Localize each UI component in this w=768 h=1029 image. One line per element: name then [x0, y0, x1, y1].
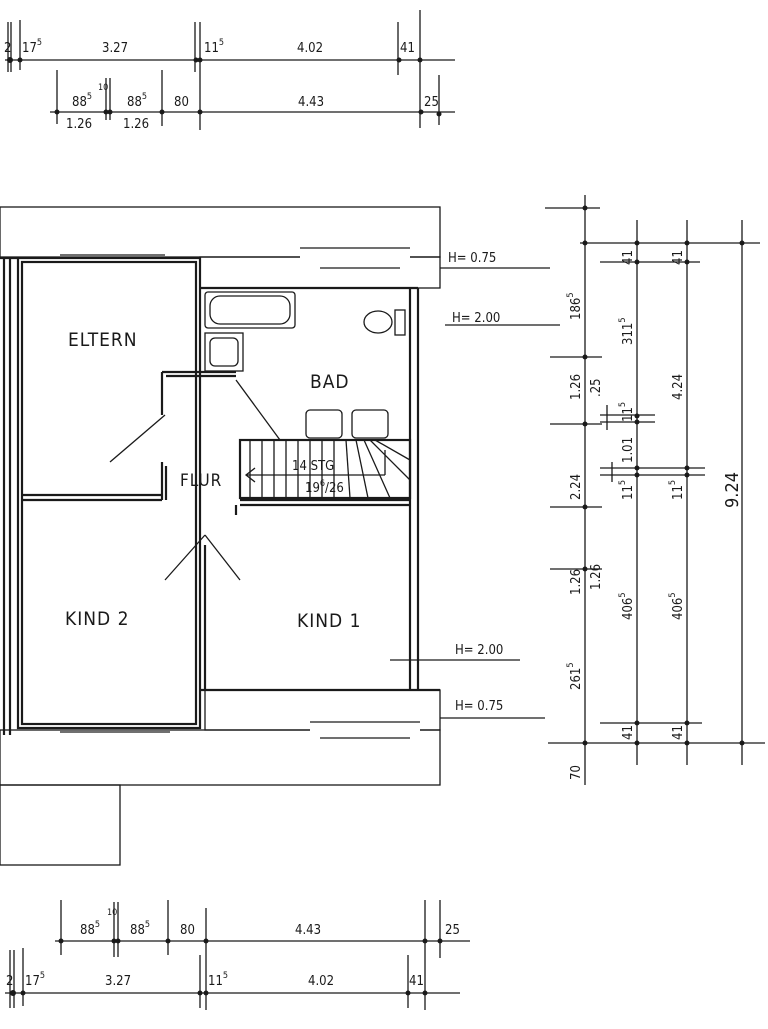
shower-icon — [204, 332, 244, 372]
dim-label: 70 — [569, 765, 584, 780]
room-label-flur: FLUR — [180, 471, 222, 491]
svg-text:2615: 2615 — [566, 663, 584, 690]
dim-label: 4.02 — [308, 974, 334, 989]
svg-text:115: 115 — [208, 971, 228, 989]
dim-label: 41 — [671, 250, 686, 265]
dim-label: 311 — [621, 323, 636, 345]
staircase: 14 STG 196/26 — [238, 438, 412, 500]
svg-text:175: 175 — [25, 971, 45, 989]
sink-icon — [351, 409, 389, 439]
dim-label: 11 — [208, 974, 223, 989]
right-dimension-chain: 1865 1.26 2.24 1.26 2615 70 .25 1.26 41 … — [545, 195, 765, 785]
dim-label: 41 — [621, 725, 636, 740]
dim-label: 1.26 — [66, 117, 92, 132]
dim-label: 1.26 — [123, 117, 149, 132]
dim-label: 2 — [6, 974, 13, 989]
top-dimension-chain: 2 175 3.27 115 4.02 41 885 10 885 80 4.4… — [4, 10, 455, 132]
bottom-dimension-chain: 885 10 885 80 4.43 25 2 175 3.27 115 4.0… — [5, 900, 470, 1010]
dim-label: 17 — [22, 41, 37, 56]
sink-icon — [305, 409, 343, 439]
svg-text:115: 115 — [618, 402, 636, 422]
svg-text:175: 175 — [22, 38, 42, 56]
dim-label: 88 — [80, 923, 95, 938]
room-label-bad: BAD — [310, 371, 350, 393]
dim-label: 25 — [424, 95, 439, 110]
height-label: H= 0.75 — [455, 699, 503, 714]
svg-text:885: 885 — [130, 920, 150, 938]
dim-label: 88 — [72, 95, 87, 110]
total-height-label: 9.24 — [722, 472, 743, 508]
svg-text:4065: 4065 — [618, 593, 636, 620]
room-label-kind-1: KIND 1 — [297, 610, 362, 632]
height-label: H= 0.75 — [448, 251, 496, 266]
dim-label: .25 — [589, 378, 604, 397]
svg-text:4065: 4065 — [668, 593, 686, 620]
dim-label: 4.43 — [298, 95, 324, 110]
dim-label: 25 — [445, 923, 460, 938]
dim-label: 11 — [204, 41, 219, 56]
walls — [0, 254, 440, 735]
bathtub-icon — [204, 291, 296, 329]
toilet-icon — [363, 310, 393, 334]
dim-label: 10 — [107, 908, 117, 918]
roof-slope-hatching — [0, 206, 441, 866]
bathroom-fixtures — [204, 291, 406, 439]
svg-text:115: 115 — [618, 480, 636, 500]
svg-text:885: 885 — [72, 92, 92, 110]
dim-label: 2 — [4, 41, 11, 56]
dim-label: 88 — [130, 923, 145, 938]
dim-label: 1.26 — [569, 374, 584, 400]
dim-label: 4.43 — [295, 923, 321, 938]
dim-label: 406 — [671, 598, 686, 620]
svg-text:3115: 3115 — [618, 318, 636, 345]
dim-label: 4.02 — [297, 41, 323, 56]
dim-label: 41 — [621, 250, 636, 265]
svg-text:885: 885 — [127, 92, 147, 110]
dim-label: 3.27 — [105, 974, 131, 989]
dim-label: 186 — [569, 298, 584, 320]
height-marks: H= 0.75 H= 2.00 H= 2.00 H= 0.75 — [390, 251, 560, 719]
stair-steps-label: 14 STG — [292, 459, 334, 474]
dim-label: 41 — [400, 41, 415, 56]
dim-label: 2.24 — [569, 474, 584, 500]
dim-label: 261 — [569, 668, 584, 690]
dim-label: 1.26 — [569, 569, 584, 595]
room-label-kind-2: KIND 2 — [65, 608, 130, 630]
dim-label: 3.27 — [102, 41, 128, 56]
height-label: H= 2.00 — [455, 643, 503, 658]
dim-label: 406 — [621, 598, 636, 620]
dim-label: 4.24 — [671, 374, 686, 400]
dim-label: 41 — [409, 974, 424, 989]
dim-label: 10 — [98, 83, 108, 93]
dim-label: 17 — [25, 974, 40, 989]
dim-label: 80 — [174, 95, 189, 110]
svg-text:115: 115 — [668, 480, 686, 500]
dim-label: 11 — [671, 485, 686, 500]
dim-label: 80 — [180, 923, 195, 938]
room-label-eltern: ELTERN — [68, 329, 138, 351]
svg-text:2: 2 — [4, 41, 11, 56]
dim-label: 41 — [671, 725, 686, 740]
svg-text:196/26: 196/26 — [305, 479, 344, 496]
svg-text:885: 885 — [80, 920, 100, 938]
stair-rise-label: 19 — [305, 481, 320, 496]
dim-label: 1.01 — [621, 437, 636, 463]
dim-label: 11 — [621, 485, 636, 500]
height-label: H= 2.00 — [452, 311, 500, 326]
dim-label: 1.26 — [589, 564, 604, 590]
dim-label: 11 — [621, 407, 636, 422]
dim-label: 88 — [127, 95, 142, 110]
svg-text:1865: 1865 — [566, 293, 584, 320]
svg-text:115: 115 — [204, 38, 224, 56]
